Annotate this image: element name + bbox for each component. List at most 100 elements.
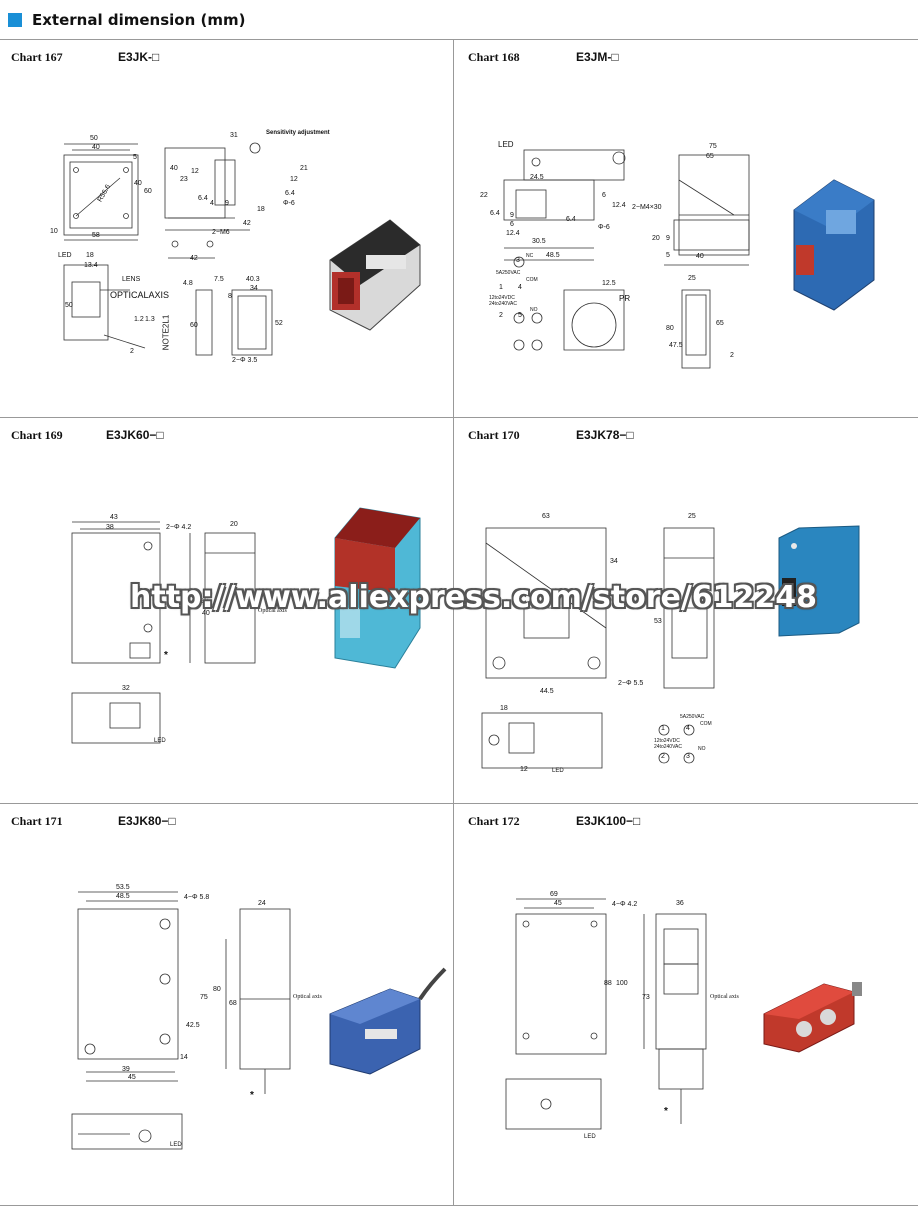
dim-label: 2 <box>130 348 134 355</box>
dim-label: NO <box>698 746 706 752</box>
dim-label: 6.4 <box>285 190 295 197</box>
dim-label: 2−M4×30 <box>632 204 662 211</box>
dim-label: 45 <box>554 900 562 907</box>
chart-number: Chart 170 <box>468 428 520 442</box>
dim-label: 12to24VDC <box>654 738 680 744</box>
dim-label: 20 <box>652 235 660 242</box>
dim-label: NOTE2L1 <box>161 314 171 351</box>
dim-label: 18 <box>257 206 265 213</box>
dim-label: 6.4 <box>490 210 500 217</box>
chart-model: E3JK80−□ <box>118 814 176 828</box>
dim-label: 24 <box>258 900 266 907</box>
dim-label: LED <box>58 252 72 259</box>
row-divider <box>0 803 918 804</box>
terminal-label: 3 <box>516 257 520 264</box>
dim-label: 25 <box>688 275 696 282</box>
dim-label: 40 <box>170 165 178 172</box>
dim-label: 31 <box>230 132 238 139</box>
dim-label: 5A250VAC <box>680 714 705 720</box>
dim-label: 2−Φ 3.5 <box>232 357 258 364</box>
dimension-drawing-167 <box>63 142 273 356</box>
dim-label: 20 <box>230 521 238 528</box>
dim-label: NO <box>530 307 538 313</box>
dim-label: 48.5 <box>116 893 130 900</box>
dim-label: 65 <box>716 320 724 327</box>
dimension-drawing-171 <box>71 891 291 1150</box>
dim-label: 18 <box>500 705 508 712</box>
dim-label: 39 <box>122 1066 130 1073</box>
dim-label: 12to24VDC <box>489 295 515 301</box>
terminal-label: 1 <box>661 725 665 732</box>
chart-number: Chart 172 <box>468 814 520 828</box>
dim-label: OPTICALAXIS <box>110 290 170 300</box>
header-square-icon <box>8 13 22 27</box>
dimension-drawing-172 <box>505 898 707 1130</box>
column-divider <box>453 40 454 1205</box>
dim-label: 43 <box>110 514 118 521</box>
dim-label: 8 <box>228 293 232 300</box>
dim-label: LED <box>170 1142 182 1148</box>
dim-label: LENS <box>122 276 141 283</box>
dim-label: 6 <box>510 221 514 228</box>
dim-label: Sensitivity adjustment <box>266 130 330 136</box>
dim-label: 42.5 <box>186 1022 200 1029</box>
chart-number: Chart 169 <box>11 428 63 442</box>
dim-label: 68 <box>229 1000 237 1007</box>
terminal-label: 4 <box>518 284 522 291</box>
dim-label: 4−Φ 5.8 <box>184 894 210 901</box>
dim-label: 53 <box>654 618 662 625</box>
sensor-photo-172 <box>763 982 862 1053</box>
dim-label: NC <box>526 253 534 259</box>
dim-label: 50 <box>90 135 98 142</box>
dim-label: 40 <box>696 253 704 260</box>
dim-label: 48.5 <box>546 252 560 259</box>
dim-label: 24.5 <box>530 174 544 181</box>
dim-label: 34 <box>250 285 258 292</box>
dim-label: 9 <box>225 200 229 207</box>
dimension-drawing-168 <box>503 149 750 369</box>
terminal-label: 5 <box>518 312 522 319</box>
dim-label: Φ-6 <box>598 224 610 231</box>
dim-label: Optical axis <box>258 608 287 614</box>
dim-label: 12 <box>290 176 298 183</box>
chart-171-panel: Chart 171 E3JK80−□ 53.5 48.5 4−Φ 5.8 24 … <box>0 804 453 1204</box>
dim-label: 12.5 <box>602 280 616 287</box>
dim-label: 53.5 <box>116 884 130 891</box>
dim-label: LED <box>498 140 514 149</box>
chart-172-panel: Chart 172 E3JK100−□ 69 45 4−Φ 4.2 36 88 … <box>454 804 918 1204</box>
dim-label: 6 <box>602 192 606 199</box>
dim-label: COM <box>700 721 712 727</box>
chart-167-panel: Chart 167 E3JK-□ 50 40 R56.6 40 60 5 58 <box>0 40 453 420</box>
dim-label: 12 <box>191 168 199 175</box>
dimension-drawing-170 <box>481 527 715 769</box>
chart-168-panel: Chart 168 E3JM-□ LED 24.5 22 6 12.4 6.4 … <box>454 40 918 420</box>
dim-label: 69 <box>550 891 558 898</box>
dim-label: 32 <box>122 685 130 692</box>
dim-label: 30.5 <box>532 238 546 245</box>
dim-label: 14 <box>180 1054 188 1061</box>
dim-label: 21 <box>300 165 308 172</box>
dim-label: 50 <box>65 302 73 309</box>
dim-label: 60 <box>144 188 152 195</box>
dim-label: 44.5 <box>540 688 554 695</box>
chart-model: E3JK100−□ <box>576 814 641 828</box>
sensor-photo-167 <box>329 219 421 331</box>
dim-label: 25 <box>688 513 696 520</box>
dim-label: 12.4 <box>506 230 520 237</box>
dim-label: LED <box>154 738 166 744</box>
dim-label: 80 <box>213 986 221 993</box>
dim-label: 22 <box>480 192 488 199</box>
dim-label: 34 <box>610 558 618 565</box>
dim-label: 9 <box>510 212 514 219</box>
store-watermark: http://www.aliexpress.com/store/612248 <box>130 580 818 615</box>
chart-number: Chart 171 <box>11 814 63 828</box>
dim-label: 55 <box>196 598 204 605</box>
dim-label: 40 <box>202 610 210 617</box>
dim-label: 1.3 <box>145 316 155 323</box>
dim-label: 12 <box>520 766 528 773</box>
dim-label: 47.5 <box>669 342 683 349</box>
dim-label: 24to240VAC <box>654 744 682 750</box>
dim-label: 5 <box>666 252 670 259</box>
terminal-label: 2 <box>661 753 665 760</box>
chart-model: E3JK78−□ <box>576 428 634 442</box>
